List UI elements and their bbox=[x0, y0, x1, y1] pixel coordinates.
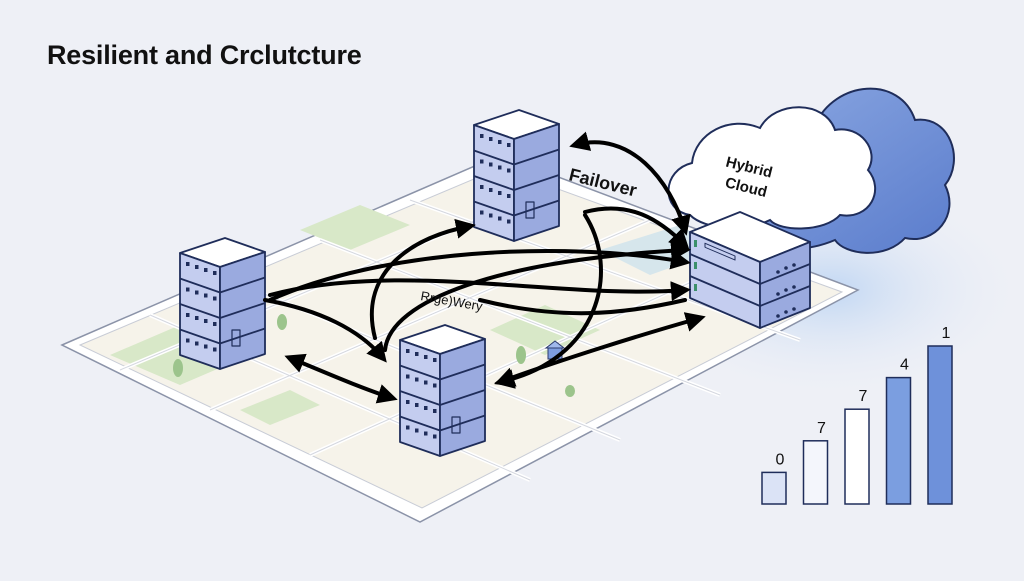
arrow-cross bbox=[478, 298, 687, 316]
server-port bbox=[195, 265, 199, 269]
server-port bbox=[424, 380, 428, 385]
server-port bbox=[406, 374, 410, 379]
server-port bbox=[424, 431, 428, 436]
server-port bbox=[213, 271, 217, 275]
server-port bbox=[433, 383, 437, 388]
arrow-center-to-top bbox=[369, 218, 476, 340]
server-port bbox=[480, 159, 484, 164]
server-port bbox=[498, 191, 502, 195]
server-port bbox=[424, 406, 428, 410]
server-port bbox=[489, 162, 493, 167]
server-port bbox=[186, 313, 190, 317]
server-port bbox=[195, 316, 199, 320]
server-port bbox=[415, 428, 419, 433]
rack-server bbox=[689, 211, 811, 329]
chart-data-label-2: 7 bbox=[817, 420, 826, 437]
arrow-top-to-rack bbox=[583, 206, 690, 250]
chart-bar-1 bbox=[761, 471, 787, 505]
server-port bbox=[186, 287, 190, 292]
server-port bbox=[213, 296, 217, 301]
server-port bbox=[406, 349, 410, 353]
chart-data-label-4: 4 bbox=[900, 357, 909, 374]
server-port bbox=[498, 140, 502, 144]
server-port bbox=[433, 358, 437, 362]
server-door bbox=[231, 329, 241, 347]
chart-bar-2 bbox=[802, 440, 829, 505]
server-center bbox=[399, 324, 486, 457]
chart-data-label-1: 0 bbox=[776, 451, 785, 468]
server-port bbox=[406, 425, 410, 430]
server-left bbox=[179, 237, 266, 370]
server-port bbox=[195, 341, 199, 346]
bar-chart: 0 7 7 4 1 bbox=[761, 325, 953, 505]
server-port bbox=[498, 216, 502, 221]
server-port bbox=[507, 168, 511, 173]
chart-bar-4 bbox=[885, 376, 912, 505]
arrow-center-to-rack bbox=[383, 240, 691, 352]
server-port bbox=[507, 194, 511, 198]
arrow-left-center-bidirectional bbox=[284, 353, 398, 404]
server-door bbox=[525, 201, 535, 219]
connection-arrows bbox=[263, 131, 706, 404]
server-port bbox=[480, 210, 484, 215]
chart-bar-5 bbox=[927, 345, 953, 505]
server-port bbox=[498, 165, 502, 170]
server-port bbox=[415, 352, 419, 356]
server-port bbox=[415, 377, 419, 382]
arrow-left-to-center bbox=[263, 298, 387, 363]
server-port bbox=[489, 188, 493, 192]
server-port bbox=[424, 355, 428, 359]
hybrid-cloud: Hybrid Cloud bbox=[667, 87, 955, 254]
server-port bbox=[415, 403, 419, 407]
server-port bbox=[186, 338, 190, 343]
server-port bbox=[489, 213, 493, 218]
chart-data-label-5: 1 bbox=[942, 325, 951, 342]
server-port bbox=[204, 344, 208, 349]
server-port bbox=[213, 322, 217, 326]
server-port bbox=[480, 134, 484, 138]
chart-bar-3 bbox=[844, 408, 870, 505]
arrow-top-to-cloud-failover bbox=[569, 131, 691, 236]
arrow-rack-to-center bbox=[494, 213, 603, 389]
server-port bbox=[433, 434, 437, 439]
chart-data-label-3: 7 bbox=[859, 388, 868, 405]
server-port bbox=[213, 347, 217, 352]
server-port bbox=[433, 409, 437, 413]
server-port bbox=[507, 219, 511, 224]
server-port bbox=[195, 290, 199, 295]
server-port bbox=[507, 143, 511, 147]
server-port bbox=[204, 268, 208, 272]
page-title: Resilient and Crclutcture bbox=[47, 40, 362, 70]
server-port bbox=[204, 319, 208, 323]
server-top bbox=[473, 109, 560, 242]
server-port bbox=[480, 185, 484, 189]
server-port bbox=[204, 293, 208, 298]
server-port bbox=[489, 137, 493, 141]
park-area bbox=[300, 205, 410, 250]
server-door bbox=[451, 416, 461, 434]
server-port bbox=[186, 262, 190, 266]
server-port bbox=[406, 400, 410, 404]
